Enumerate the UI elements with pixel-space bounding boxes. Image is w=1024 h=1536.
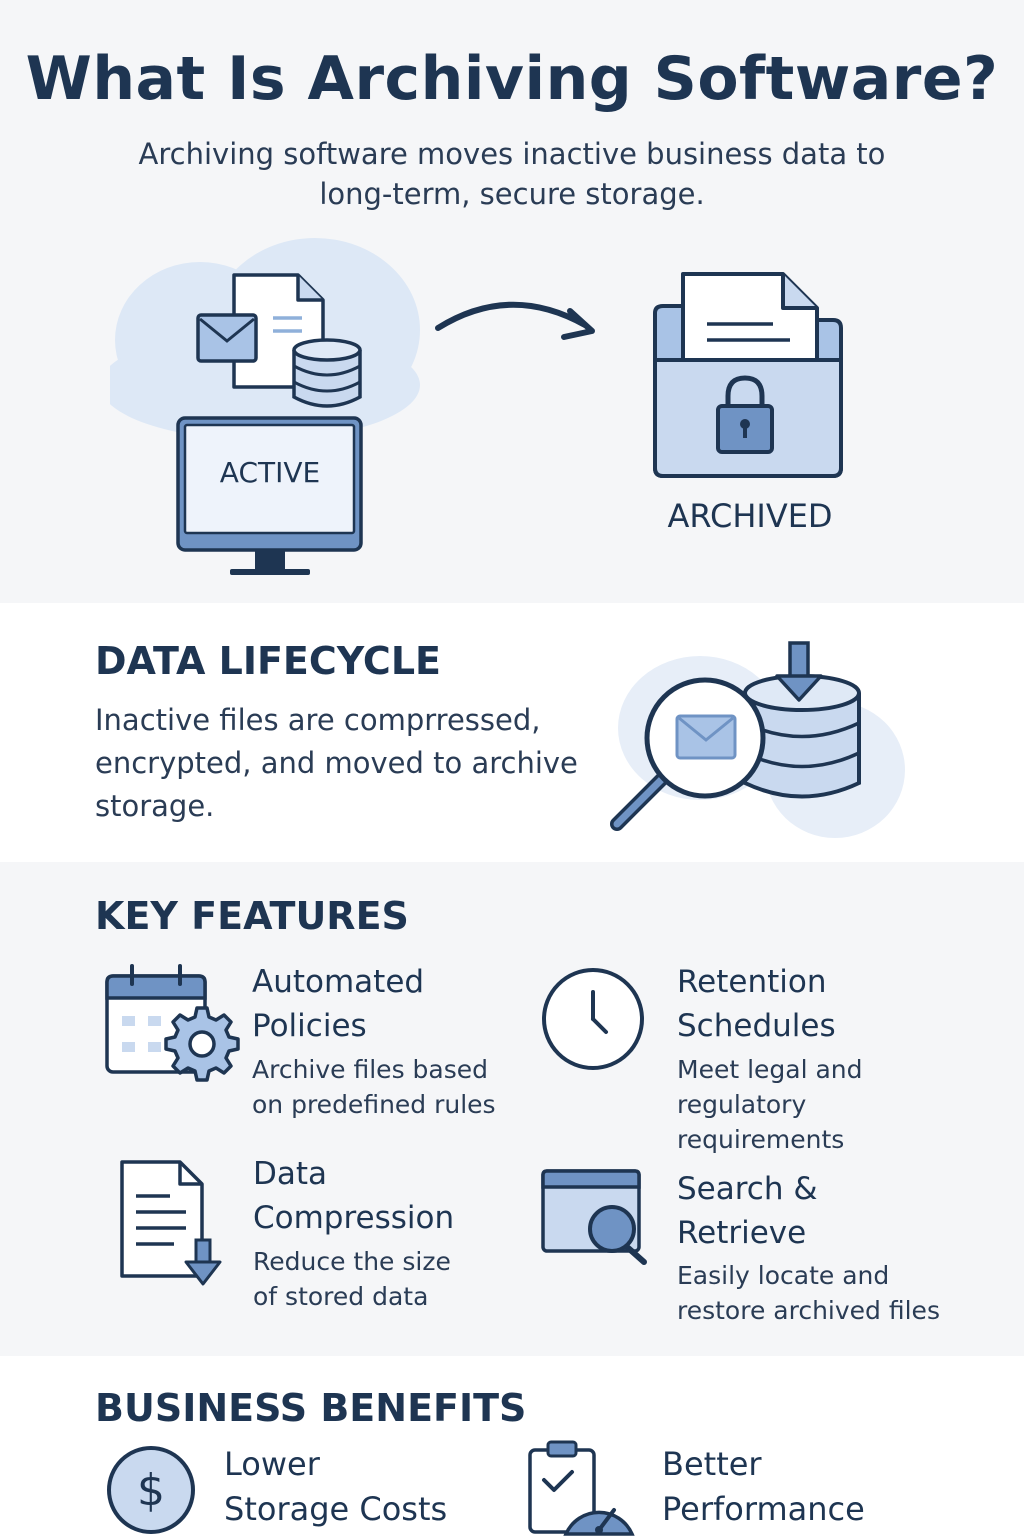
feature-title-automated-policies: Automated Policies	[252, 964, 425, 1044]
lifecycle-description: Inactive files are comprressed, encrypte…	[95, 703, 578, 823]
lifecycle-heading: DATA LIFECYCLE	[95, 639, 441, 683]
feature-title-data-compression: Data Compression	[253, 1156, 455, 1236]
magnifier-icon	[610, 677, 766, 831]
benefit-title-lower-storage-costs: Lower Storage Costs	[224, 1445, 448, 1528]
dollar-coin-icon: $	[107, 1446, 195, 1534]
archived-label: ARCHIVED	[667, 497, 833, 535]
arrow-right-icon	[435, 301, 595, 340]
arrow-down-icon	[775, 641, 823, 702]
feature-desc-retention-schedules: Meet legal and regulatory requirements	[677, 1055, 863, 1154]
lock-icon	[716, 375, 774, 454]
email-icon	[196, 313, 258, 363]
feature-title-search-retrieve: Search & Retrieve	[677, 1171, 818, 1251]
active-data-illustration	[110, 238, 420, 575]
lifecycle-section: DATA LIFECYCLE Inactive files are comprr…	[0, 603, 1024, 862]
benefit-title-better-performance: Better Performance	[662, 1445, 865, 1528]
hero-section: What Is Archiving Software? Archiving so…	[0, 0, 1024, 603]
page-subtitle: Archiving software moves inactive busine…	[138, 137, 886, 211]
benefits-section: BUSINESS BENEFITS $ Lower Storage Costs …	[0, 1356, 1024, 1536]
active-label: ACTIVE	[219, 456, 321, 489]
folder-search-icon	[541, 1169, 647, 1265]
calendar-gear-icon	[105, 964, 240, 1082]
features-heading: KEY FEATURES	[95, 894, 409, 938]
feature-desc-search-retrieve: Easily locate and restore archived files	[677, 1261, 940, 1325]
database-icon	[292, 338, 362, 408]
svg-text:$: $	[137, 1465, 165, 1516]
feature-desc-data-compression: Reduce the size of stored data	[253, 1247, 451, 1311]
page-title: What Is Archiving Software?	[25, 44, 999, 114]
document-download-icon	[120, 1160, 222, 1286]
features-section: KEY FEATURES Automated Policies Archive …	[0, 862, 1024, 1356]
benefits-heading: BUSINESS BENEFITS	[95, 1386, 527, 1430]
feature-desc-automated-policies: Archive files based on predefined rules	[252, 1055, 496, 1119]
monitor-icon	[176, 416, 363, 575]
lifecycle-illustration	[610, 641, 905, 838]
archive-folder-illustration	[653, 272, 843, 478]
feature-title-retention-schedules: Retention Schedules	[677, 964, 836, 1044]
clipboard-gauge-icon	[528, 1440, 635, 1536]
clock-icon	[542, 968, 644, 1070]
